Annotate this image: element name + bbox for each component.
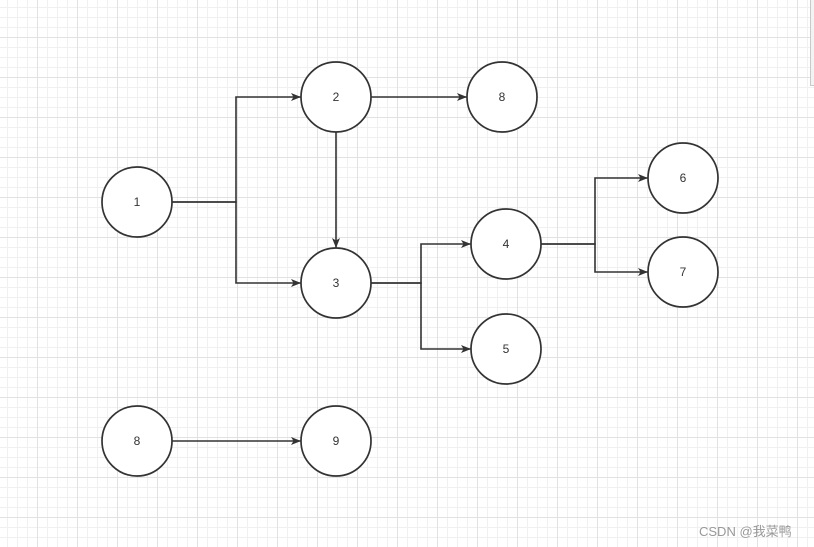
node-8-top-circle[interactable]	[466, 61, 538, 133]
node-2[interactable]: 2	[300, 61, 372, 133]
node-8-top[interactable]: 8	[466, 61, 538, 133]
edge-4-to-6[interactable]	[541, 174, 648, 245]
node-8-bottom[interactable]: 8	[101, 405, 173, 477]
node-4[interactable]: 4	[470, 208, 542, 280]
edge-1-to-3[interactable]	[172, 201, 301, 287]
node-6-circle[interactable]	[647, 142, 719, 214]
node-1-circle[interactable]	[101, 166, 173, 238]
node-5-circle[interactable]	[470, 313, 542, 385]
node-1[interactable]: 1	[101, 166, 173, 238]
edge-3-to-4[interactable]	[371, 240, 471, 284]
edge-4-to-7[interactable]	[541, 243, 648, 276]
watermark: CSDN @我菜鸭	[699, 524, 792, 539]
edge-3-to-5[interactable]	[371, 282, 471, 353]
node-5[interactable]: 5	[470, 313, 542, 385]
node-6[interactable]: 6	[647, 142, 719, 214]
edge-1-to-2[interactable]	[172, 93, 301, 203]
node-2-circle[interactable]	[300, 61, 372, 133]
node-3[interactable]: 3	[300, 247, 372, 319]
node-9[interactable]: 9	[300, 405, 372, 477]
node-9-circle[interactable]	[300, 405, 372, 477]
node-8-bottom-circle[interactable]	[101, 405, 173, 477]
node-7-circle[interactable]	[647, 236, 719, 308]
vertical-scrollbar[interactable]	[810, 0, 814, 86]
node-3-circle[interactable]	[300, 247, 372, 319]
node-4-circle[interactable]	[470, 208, 542, 280]
node-7[interactable]: 7	[647, 236, 719, 308]
